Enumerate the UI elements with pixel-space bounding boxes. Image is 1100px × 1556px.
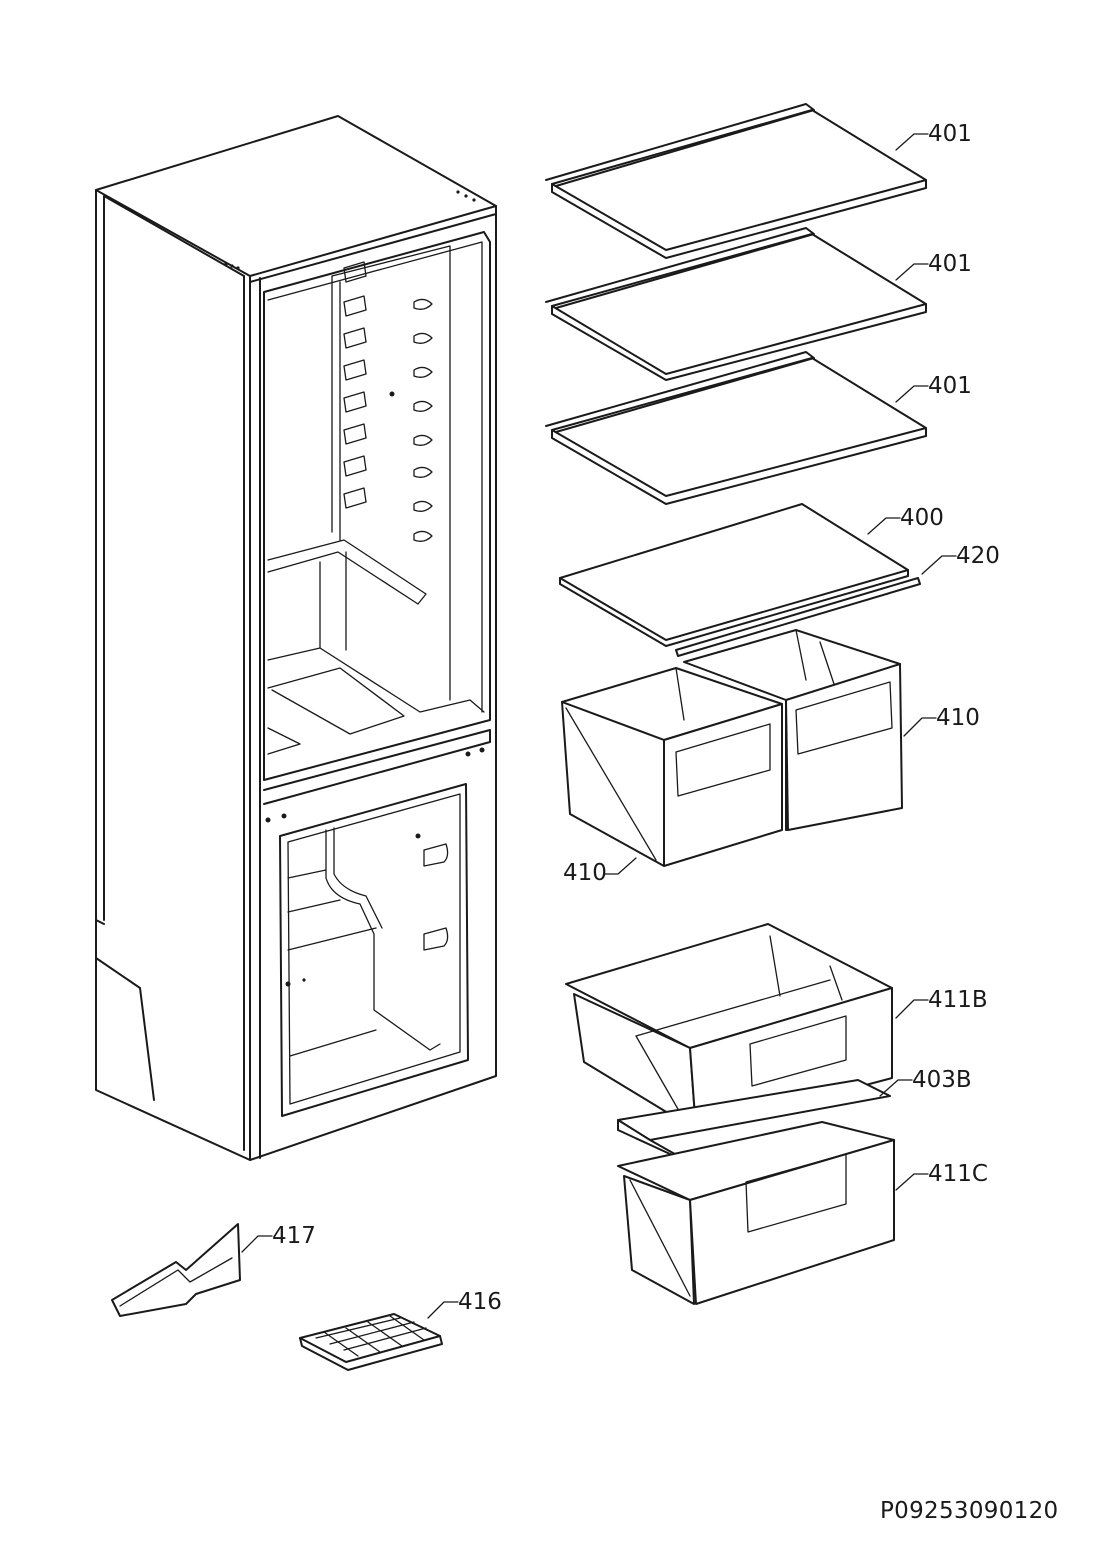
callout-shelf-1: 401 [928, 121, 972, 147]
shelf-supports-right [413, 298, 433, 542]
callout-freezer-drawer-lower: 411C [928, 1161, 988, 1187]
glass-shelf-2 [545, 227, 927, 381]
glass-shelf-1 [545, 103, 927, 259]
crisper-cover-glass [559, 503, 909, 647]
callout-shelf-3: 401 [928, 373, 972, 399]
callout-freezer-glass-plate: 403B [912, 1067, 972, 1093]
freezer-drawer-upper [565, 923, 893, 1131]
callout-shelf-2: 401 [928, 251, 972, 277]
shelf-supports-left [343, 261, 367, 509]
glass-shelf-3 [545, 351, 927, 505]
shelf-trim-strip [675, 577, 921, 657]
callout-crisper-drawer-right: 410 [936, 705, 980, 731]
ice-tray [299, 1313, 443, 1371]
callout-shelf-trim: 420 [956, 543, 1000, 569]
ice-scraper [111, 1223, 241, 1317]
callout-ice-tray: 416 [458, 1289, 502, 1315]
fridge-cabinet [95, 115, 497, 1161]
leader-lines [241, 133, 957, 1319]
crisper-drawer-right [683, 629, 903, 831]
drawing-number: P09253090120 [880, 1498, 1059, 1524]
callout-crisper-drawer-left: 410 [563, 860, 607, 886]
callout-ice-scraper: 417 [272, 1223, 316, 1249]
callout-crisper-cover: 400 [900, 505, 944, 531]
freezer-drawer-lower [617, 1121, 895, 1305]
crisper-drawer-left [561, 667, 783, 867]
callout-freezer-drawer-upper: 411B [928, 987, 988, 1013]
